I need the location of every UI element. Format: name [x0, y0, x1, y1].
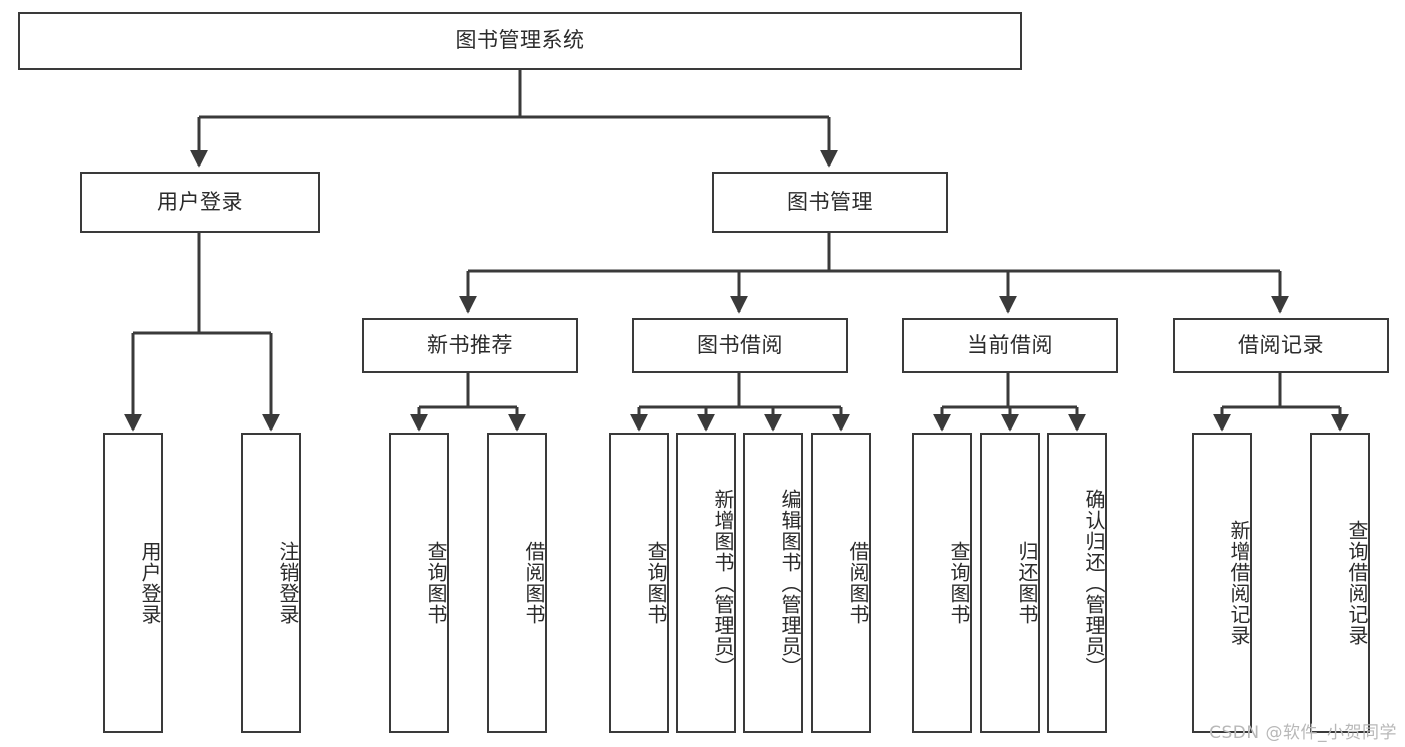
node-borrow-record-label: 借阅记录 [1238, 332, 1324, 357]
node-book-management[interactable]: 图书管理 [712, 172, 948, 233]
node-leaf-query-book-3[interactable]: 查询图书 [912, 433, 972, 733]
node-leaf-return-book-label: 归还图书 [1015, 541, 1039, 625]
node-leaf-borrow-book-1[interactable]: 借阅图书 [487, 433, 547, 733]
node-leaf-query-book-1[interactable]: 查询图书 [389, 433, 449, 733]
node-leaf-query-book-2[interactable]: 查询图书 [609, 433, 669, 733]
node-leaf-confirm-return-label: 确认归还（管理员） [1082, 488, 1106, 678]
node-leaf-query-record-label: 查询借阅记录 [1345, 520, 1369, 646]
node-leaf-add-record[interactable]: 新增借阅记录 [1192, 433, 1252, 733]
node-borrow-record[interactable]: 借阅记录 [1173, 318, 1389, 373]
node-leaf-user-logout-label: 注销登录 [276, 541, 300, 625]
node-leaf-query-book-3-label: 查询图书 [947, 541, 971, 625]
node-book-borrow[interactable]: 图书借阅 [632, 318, 848, 373]
node-leaf-user-login-label: 用户登录 [138, 541, 162, 625]
node-book-borrow-label: 图书借阅 [697, 332, 783, 357]
node-leaf-confirm-return[interactable]: 确认归还（管理员） [1047, 433, 1107, 733]
csdn-watermark: CSDN @软件_小贺同学 [1209, 723, 1397, 743]
node-leaf-edit-book[interactable]: 编辑图书（管理员） [743, 433, 803, 733]
node-current-borrow-label: 当前借阅 [967, 332, 1053, 357]
node-leaf-user-login[interactable]: 用户登录 [103, 433, 163, 733]
node-leaf-return-book[interactable]: 归还图书 [980, 433, 1040, 733]
node-leaf-add-book[interactable]: 新增图书（管理员） [676, 433, 736, 733]
node-leaf-user-logout[interactable]: 注销登录 [241, 433, 301, 733]
node-leaf-query-record[interactable]: 查询借阅记录 [1310, 433, 1370, 733]
node-leaf-add-record-label: 新增借阅记录 [1227, 520, 1251, 646]
node-leaf-query-book-1-label: 查询图书 [424, 541, 448, 625]
node-leaf-edit-book-label: 编辑图书（管理员） [778, 488, 802, 678]
node-user-login[interactable]: 用户登录 [80, 172, 320, 233]
node-leaf-borrow-book-2-label: 借阅图书 [846, 541, 870, 625]
node-new-book-recommend[interactable]: 新书推荐 [362, 318, 578, 373]
node-root-label: 图书管理系统 [455, 28, 585, 53]
node-current-borrow[interactable]: 当前借阅 [902, 318, 1118, 373]
node-leaf-borrow-book-1-label: 借阅图书 [522, 541, 546, 625]
node-root[interactable]: 图书管理系统 [18, 12, 1022, 70]
node-leaf-borrow-book-2[interactable]: 借阅图书 [811, 433, 871, 733]
node-leaf-query-book-2-label: 查询图书 [644, 541, 668, 625]
node-user-login-label: 用户登录 [157, 189, 243, 214]
node-new-book-recommend-label: 新书推荐 [427, 332, 513, 357]
node-book-management-label: 图书管理 [787, 189, 873, 214]
node-leaf-add-book-label: 新增图书（管理员） [711, 488, 735, 678]
